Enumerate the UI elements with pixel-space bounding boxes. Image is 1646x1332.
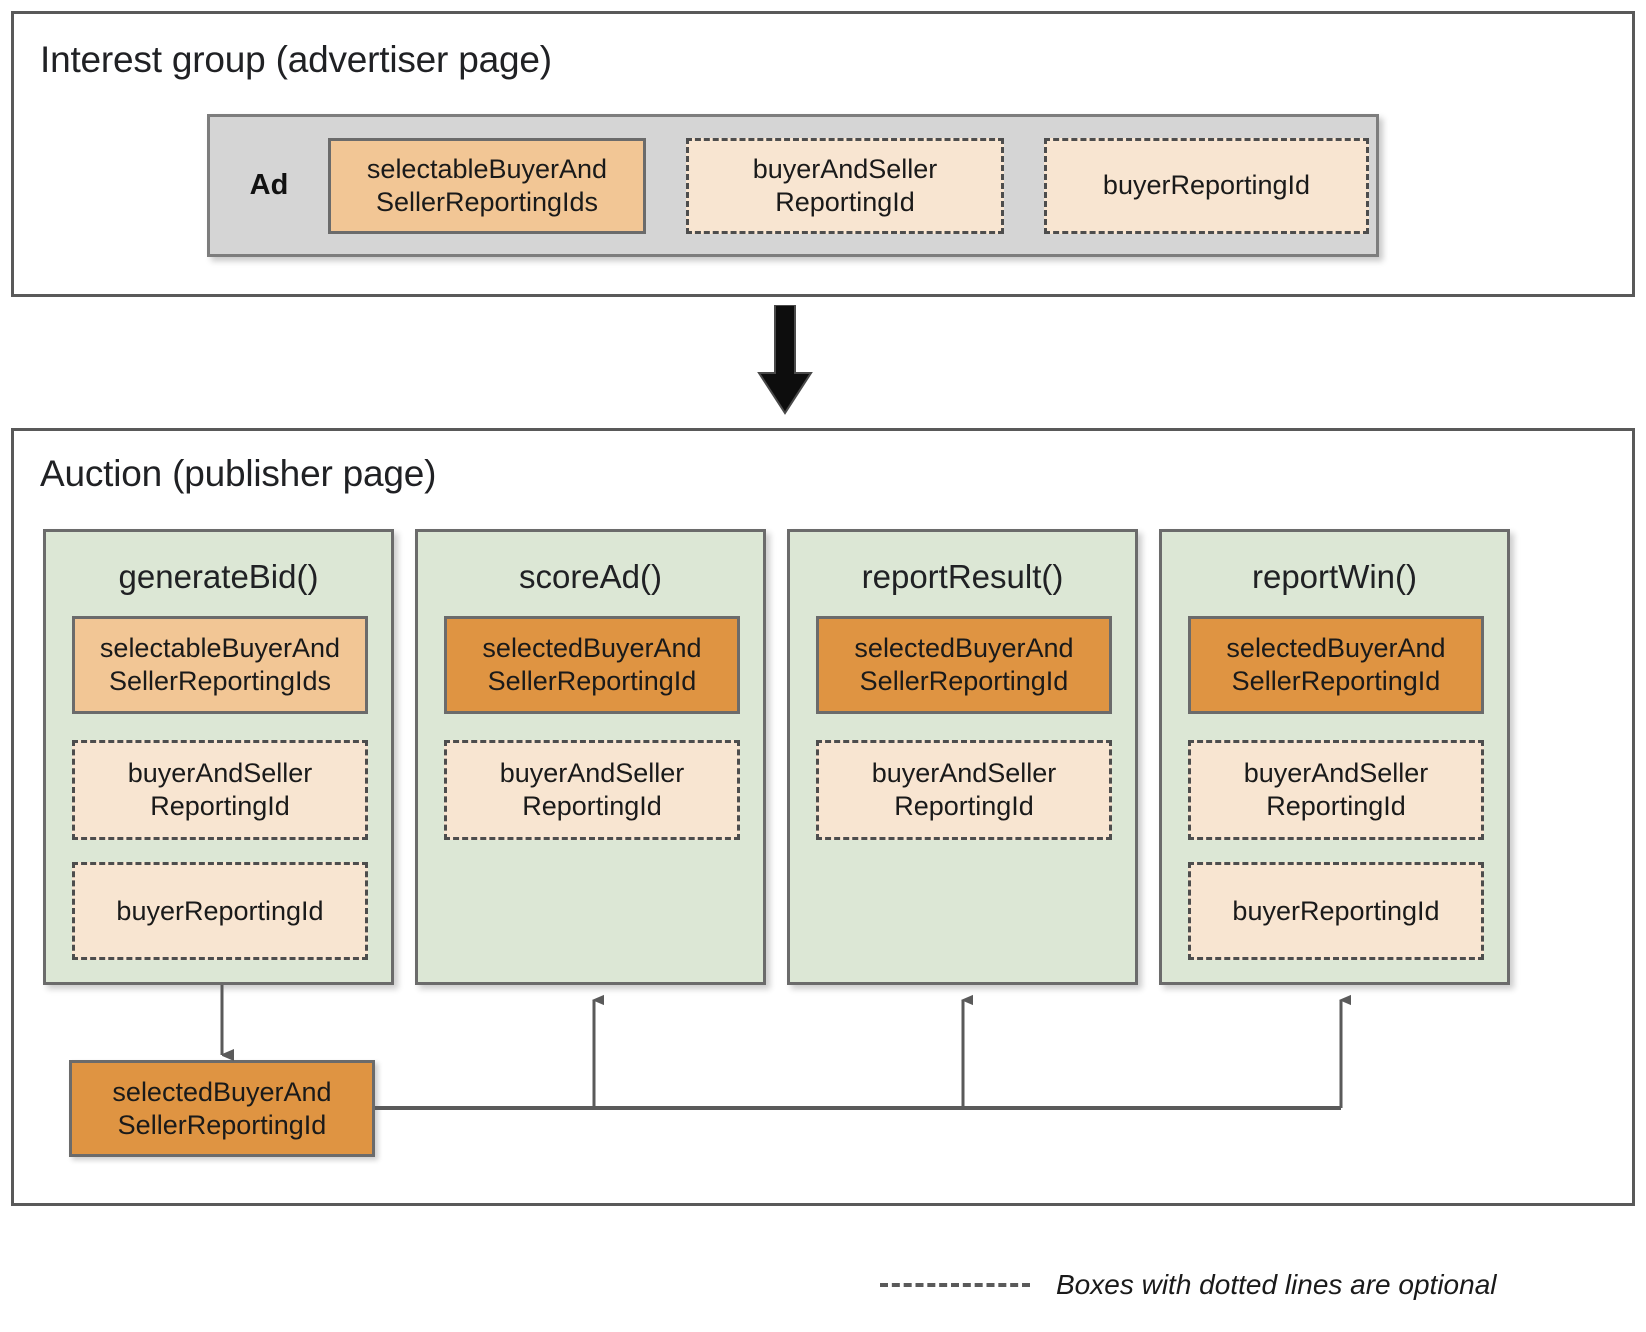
field-buyer-and-seller-reporting-id: buyerAndSeller ReportingId [686, 137, 1004, 234]
interest-group-title: Interest group (advertiser page) [40, 39, 552, 80]
field-text: buyerAndSeller ReportingId [872, 757, 1057, 823]
field-buyer-and-seller-reporting-id: buyerAndSeller ReportingId [816, 740, 1112, 840]
field-text: selectableBuyerAnd SellerReportingIds [367, 153, 607, 219]
function-column-report-result: reportResult() selectedBuyerAnd SellerRe… [787, 529, 1138, 985]
field-buyer-reporting-id: buyerReportingId [1188, 862, 1484, 960]
field-selected-buyer-and-seller-reporting-id: selectedBuyerAnd SellerReportingId [1188, 616, 1484, 714]
field-text: selectedBuyerAnd SellerReportingId [482, 632, 701, 698]
field-text: selectedBuyerAnd SellerReportingId [854, 632, 1073, 698]
field-line-2: SellerReportingId [117, 1109, 327, 1140]
field-line-2: ReportingId [775, 186, 915, 217]
field-line-1: buyerAndSeller [752, 153, 938, 184]
field-text: selectableBuyerAnd SellerReportingIds [100, 632, 340, 698]
field-text: buyerAndSeller ReportingId [1244, 757, 1429, 823]
field-line-2: SellerReportingId [859, 666, 1069, 696]
legend: Boxes with dotted lines are optional [880, 1262, 1580, 1308]
field-line-2: SellerReportingIds [108, 666, 332, 696]
field-buyer-reporting-id: buyerReportingId [72, 862, 368, 960]
field-text: selectedBuyerAnd SellerReportingId [112, 1076, 331, 1142]
field-buyer-reporting-id: buyerReportingId [1044, 137, 1369, 234]
field-line-1: selectedBuyerAnd [482, 633, 702, 664]
field-line-2: ReportingId [150, 791, 290, 821]
field-buyer-and-seller-reporting-id: buyerAndSeller ReportingId [72, 740, 368, 840]
interest-group-section: Interest group (advertiser page) Ad sele… [11, 11, 1635, 297]
field-line-2: SellerReportingId [487, 666, 697, 696]
field-line-2: SellerReportingIds [375, 186, 599, 217]
field-line-1: selectableBuyerAnd [366, 153, 608, 184]
field-line-1: buyerReportingId [116, 895, 324, 926]
field-text: buyerAndSeller ReportingId [500, 757, 685, 823]
field-line-1: selectedBuyerAnd [1226, 633, 1446, 664]
field-selectable-buyer-and-seller-reporting-ids: selectableBuyerAnd SellerReportingIds [72, 616, 368, 714]
field-text: buyerAndSeller ReportingId [753, 153, 938, 219]
field-line-1: buyerReportingId [1232, 895, 1440, 926]
field-line-2: ReportingId [522, 791, 662, 821]
field-buyer-and-seller-reporting-id: buyerAndSeller ReportingId [1188, 740, 1484, 840]
field-selected-buyer-and-seller-reporting-id: selectedBuyerAnd SellerReportingId [816, 616, 1112, 714]
field-buyer-and-seller-reporting-id: buyerAndSeller ReportingId [444, 740, 740, 840]
field-text: selectedBuyerAnd SellerReportingId [1226, 632, 1445, 698]
field-line-1: buyerAndSeller [1243, 758, 1429, 789]
function-column-report-win: reportWin() selectedBuyerAnd SellerRepor… [1159, 529, 1510, 985]
field-line-2: ReportingId [1266, 791, 1406, 821]
auction-title: Auction (publisher page) [40, 453, 437, 494]
function-name-generate-bid: generateBid() [118, 558, 319, 595]
field-line-1: buyerReportingId [1102, 170, 1311, 201]
field-line-1: buyerAndSeller [871, 758, 1057, 789]
ad-fields-row: selectableBuyerAnd SellerReportingIds bu… [328, 137, 1369, 234]
legend-text: Boxes with dotted lines are optional [1056, 1269, 1497, 1300]
field-line-1: buyerAndSeller [499, 758, 685, 789]
field-text: buyerAndSeller ReportingId [128, 757, 313, 823]
field-line-2: SellerReportingId [1231, 666, 1441, 696]
function-name-score-ad: scoreAd() [518, 558, 663, 595]
selected-buyer-and-seller-reporting-id-result: selectedBuyerAnd SellerReportingId [69, 1060, 375, 1157]
field-line-1: selectedBuyerAnd [112, 1076, 332, 1107]
down-arrow-icon [757, 305, 813, 415]
field-line-1: selectedBuyerAnd [854, 633, 1074, 664]
ad-label: Ad [249, 169, 289, 201]
ad-container: Ad selectableBuyerAnd SellerReportingIds… [207, 114, 1379, 257]
function-column-generate-bid: generateBid() selectableBuyerAnd SellerR… [43, 529, 394, 985]
field-line-1: selectableBuyerAnd [99, 633, 341, 664]
field-selected-buyer-and-seller-reporting-id: selectedBuyerAnd SellerReportingId [444, 616, 740, 714]
legend-dashed-line-sample [880, 1283, 1030, 1287]
function-name-report-result: reportResult() [861, 558, 1064, 595]
field-selectable-buyer-and-seller-reporting-ids: selectableBuyerAnd SellerReportingIds [328, 137, 646, 234]
function-column-score-ad: scoreAd() selectedBuyerAnd SellerReporti… [415, 529, 766, 985]
field-line-1: buyerAndSeller [127, 758, 313, 789]
field-line-2: ReportingId [894, 791, 1034, 821]
function-name-report-win: reportWin() [1251, 558, 1418, 595]
